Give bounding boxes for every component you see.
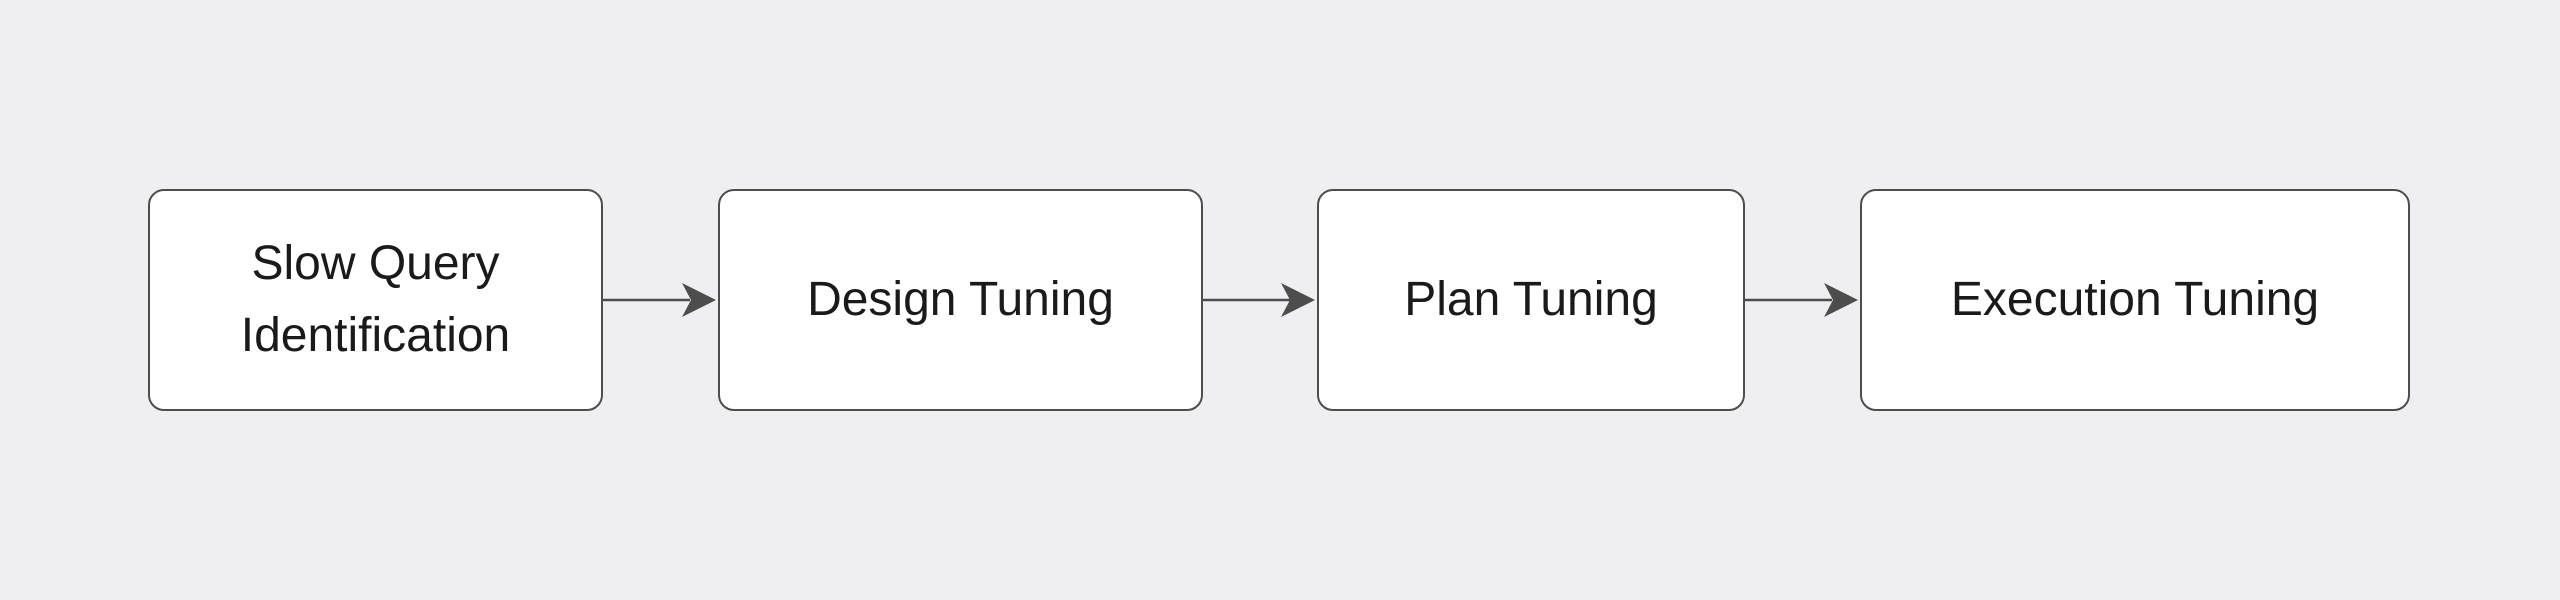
arrowhead-icon xyxy=(1281,283,1315,317)
flow-step-execution-tuning: Execution Tuning xyxy=(1860,189,2410,411)
flow-step-label: Execution Tuning xyxy=(1950,273,2320,326)
flow-step-label: Design Tuning xyxy=(807,273,1114,326)
arrowhead-icon xyxy=(1824,283,1858,317)
flow-step-plan-tuning: Plan Tuning xyxy=(1317,189,1745,411)
arrowhead-icon xyxy=(682,283,716,317)
flow-step-label: Plan Tuning xyxy=(1404,273,1658,326)
flow-step-design-tuning: Design Tuning xyxy=(718,189,1203,411)
flow-step-slow-query-identification: Slow Query Identification xyxy=(148,189,603,411)
arrow-connector-1 xyxy=(603,283,716,317)
flow-step-label: Slow Query Identification xyxy=(240,237,511,362)
arrow-connector-3 xyxy=(1745,283,1858,317)
arrow-connector-2 xyxy=(1203,283,1315,317)
